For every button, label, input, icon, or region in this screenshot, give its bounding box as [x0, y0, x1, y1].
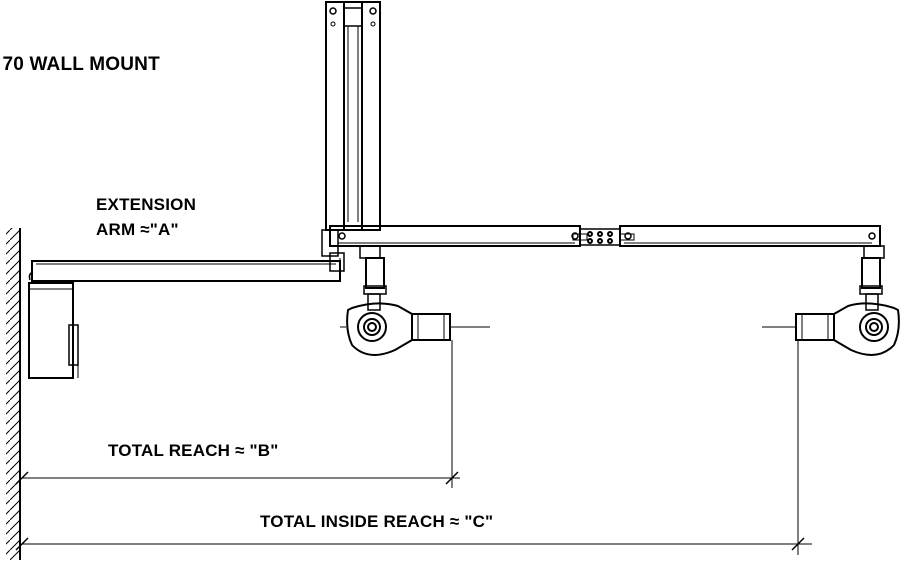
horizontal-boom [329, 225, 881, 247]
diagram-title: O 70 WALL MOUNT [0, 54, 160, 75]
extension-arm-label-line1: EXTENSION [96, 195, 197, 214]
wall-bracket [28, 271, 79, 379]
wall [6, 228, 21, 560]
dimension-lines [15, 340, 812, 555]
right-light-head [762, 245, 900, 356]
extension-arm [31, 252, 345, 282]
total-reach-label: TOTAL REACH ≈ "B" [108, 441, 279, 460]
left-light-head [340, 245, 490, 356]
total-inside-reach-label: TOTAL INSIDE REACH ≈ "C" [260, 512, 494, 531]
extension-arm-label-line2: ARM ≈"A" [96, 220, 179, 239]
vertical-mast [321, 1, 381, 257]
